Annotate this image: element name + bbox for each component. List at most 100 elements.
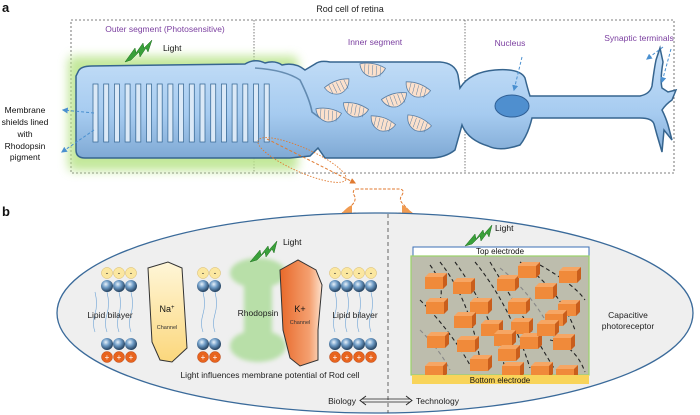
particle-cube: [535, 283, 557, 299]
lipid-bilayer-left-label: Lipid bilayer: [87, 310, 133, 320]
svg-text:shields lined: shields lined: [2, 117, 49, 127]
mitochondria: [315, 62, 433, 133]
negative-charge: [365, 267, 377, 279]
light-label-bio: Light: [283, 237, 302, 247]
lipid-head-top: [197, 280, 209, 292]
positive-charge: [341, 351, 353, 363]
particle-cube: [497, 275, 519, 291]
negative-charge: [341, 267, 353, 279]
positive-charge: [353, 351, 365, 363]
rhodopsin-label: Rhodopsin: [238, 308, 279, 318]
double-arrow-icon: [359, 395, 413, 406]
negative-sign: -: [130, 269, 133, 278]
lipid-head-top: [329, 280, 341, 292]
negative-charge: [101, 267, 113, 279]
particle-cube: [426, 298, 448, 314]
lipid-head-bottom: [125, 338, 137, 350]
capacitive-label-1: Capacitive: [608, 310, 648, 320]
lipid-head-bottom: [341, 338, 353, 350]
lipid-head-bottom: [353, 338, 365, 350]
lipid-bilayer: -+-+-+-+-+-+-+-+-+: [93, 267, 377, 363]
membrane-disc: [178, 83, 185, 143]
outer-segment-label: Outer segment (Photosensitive): [105, 24, 225, 34]
lipid-tail: [369, 291, 373, 333]
positive-charge: [365, 351, 377, 363]
panel-a-label: a: [2, 0, 10, 15]
lipid-head-bottom: [329, 338, 341, 350]
lipid-tail: [129, 291, 133, 333]
positive-charge: [101, 351, 113, 363]
mitochondrion: [343, 102, 370, 118]
membrane-disc: [167, 83, 174, 143]
lipid-bilayer-right-label: Lipid bilayer: [332, 310, 378, 320]
positive-charge: [125, 351, 137, 363]
svg-text:Rhodopsin: Rhodopsin: [5, 141, 46, 151]
nucleus-arrow: [512, 56, 523, 92]
particle-cube: [454, 312, 476, 328]
lipid-head-top: [341, 280, 353, 292]
lipid-head-top: [113, 280, 125, 292]
particle-cube: [470, 298, 492, 314]
lipid-head-bottom: [209, 338, 221, 350]
negative-sign: -: [358, 269, 361, 278]
lipid-tail: [117, 291, 121, 333]
negative-sign: -: [118, 269, 121, 278]
zoom-callout: [257, 137, 414, 214]
svg-text:with: with: [16, 129, 32, 139]
light-bolt-icon: [124, 39, 153, 63]
lipid-head-top: [353, 280, 365, 292]
light-bolt-tech-icon: [464, 224, 493, 247]
membrane-disc: [114, 83, 120, 143]
positive-sign: +: [369, 353, 374, 362]
mitochondrion: [315, 107, 343, 123]
positive-sign: +: [129, 353, 134, 362]
positive-sign: +: [345, 353, 350, 362]
positive-charge: [329, 351, 341, 363]
na-channel: Na+ Channel: [147, 261, 188, 363]
particle-cube: [494, 330, 516, 346]
lipid-head-top: [125, 280, 137, 292]
rod-cell-frame: [70, 19, 675, 174]
membrane-disc: [135, 83, 142, 143]
positive-charge: [197, 351, 209, 363]
light-bolt-bio-icon: [249, 240, 278, 263]
positive-sign: +: [105, 353, 110, 362]
bottom-electrode: [412, 375, 589, 384]
particle-cube: [427, 332, 449, 348]
negative-charge: [353, 267, 365, 279]
bottom-electrode-label: Bottom electrode: [470, 376, 531, 385]
negative-sign: -: [202, 269, 205, 278]
particle-cube: [498, 345, 520, 361]
particle-cube: [511, 318, 533, 334]
mitochondrion: [380, 92, 407, 108]
membrane-disc: [210, 83, 217, 143]
negative-charge: [209, 267, 221, 279]
lipid-head-bottom: [101, 338, 113, 350]
svg-text:Membrane: Membrane: [5, 105, 46, 115]
svg-text:pigment: pigment: [10, 152, 41, 162]
membrane-arrow-2: [61, 129, 95, 153]
lipid-tail: [93, 291, 97, 333]
top-electrode-label: Top electrode: [476, 247, 525, 256]
lipid-tail: [333, 291, 337, 333]
membrane-disc: [188, 83, 195, 143]
lipid-head-bottom: [197, 338, 209, 350]
negative-sign: -: [106, 269, 109, 278]
particle-cube: [559, 267, 581, 283]
membrane-disc: [103, 83, 110, 143]
mitochondrion: [323, 78, 350, 95]
k-channel: K+ Channel: [279, 259, 323, 367]
synaptic-terminals-label: Synaptic terminals: [604, 33, 673, 43]
membrane-disc: [242, 83, 249, 143]
particle-cube: [470, 355, 492, 371]
membrane-arrow-1: [61, 107, 95, 114]
negative-sign: -: [346, 269, 349, 278]
membrane-disc: [124, 83, 131, 143]
photoactive-particles: [425, 262, 581, 381]
nucleus-shape: [494, 94, 530, 118]
particle-cube: [520, 333, 542, 349]
particle-cube: [457, 336, 479, 352]
biology-label: Biology: [328, 396, 357, 406]
positive-charge: [113, 351, 125, 363]
